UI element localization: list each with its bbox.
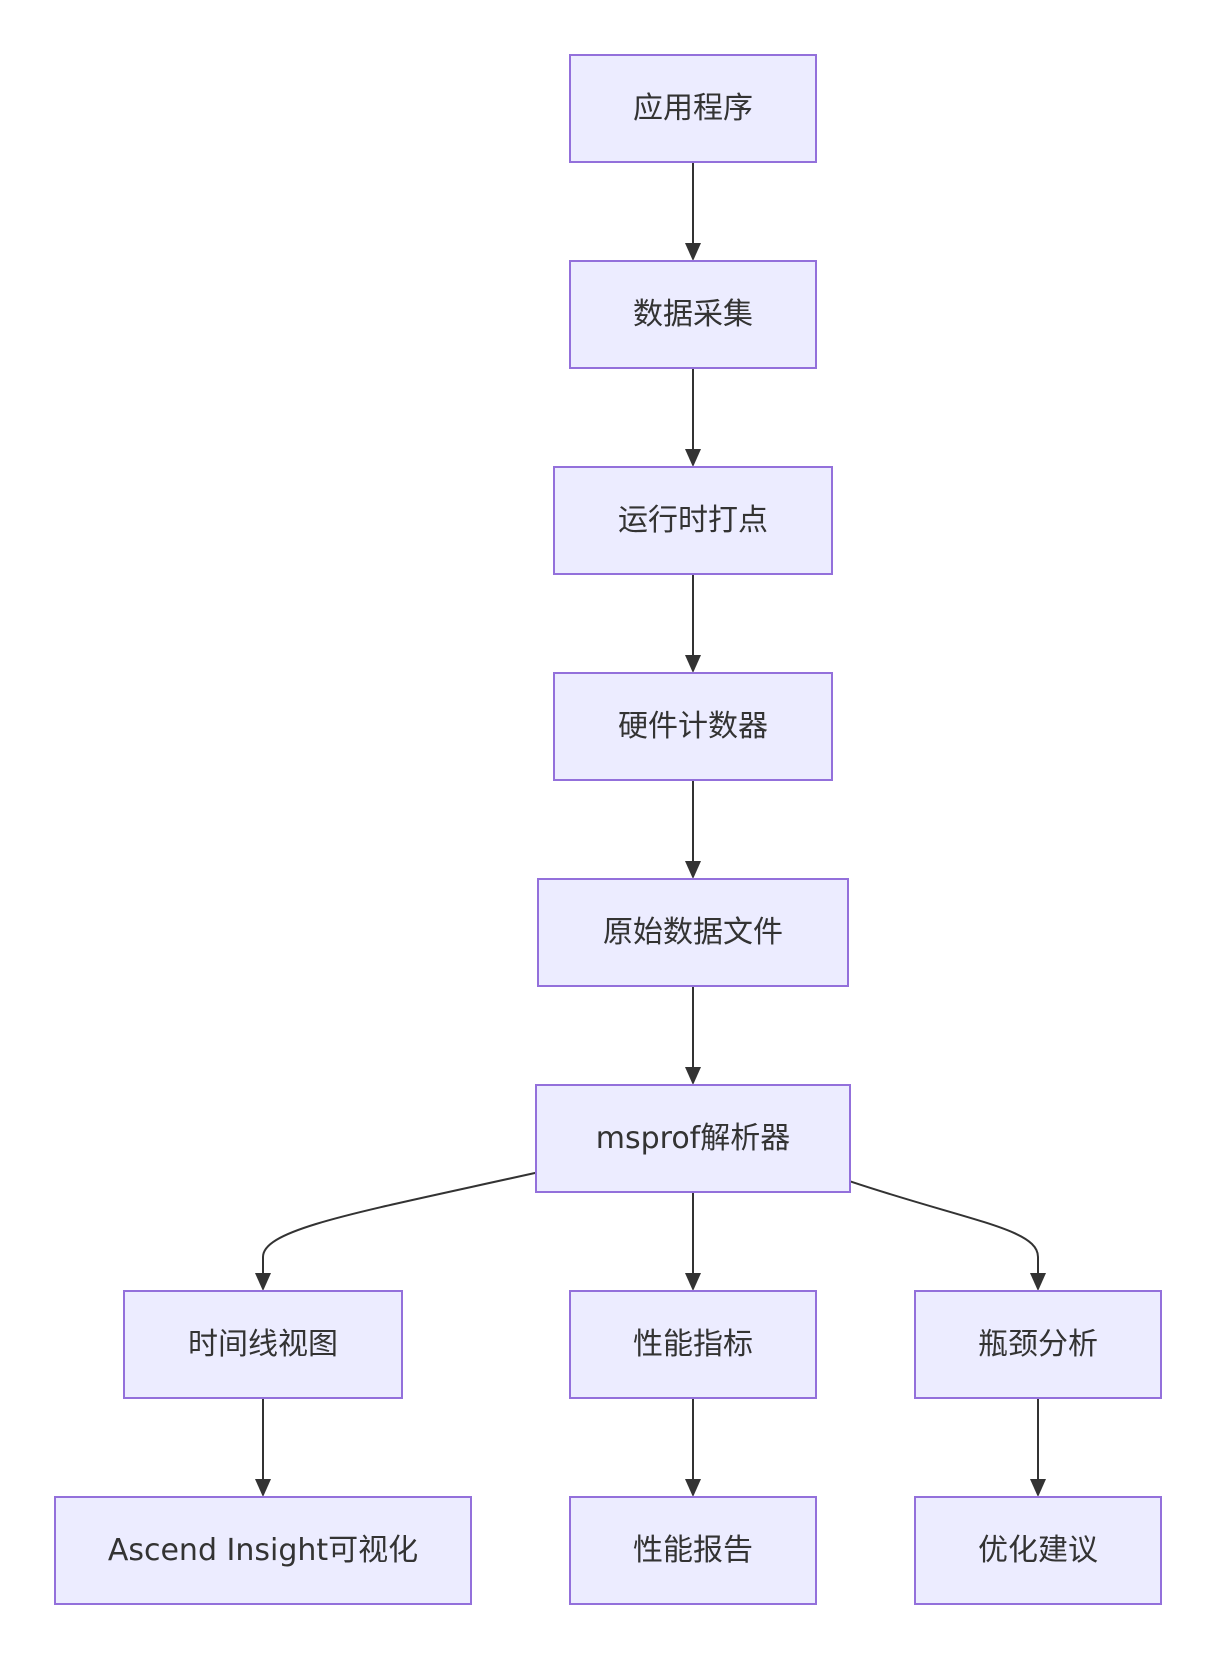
node-bottleneck: 瓶颈分析 [914,1290,1162,1399]
node-insight: Ascend Insight可视化 [54,1496,472,1605]
edge-rawfile-to-parser [685,986,701,1085]
node-label: 应用程序 [633,91,753,126]
node-box [569,1496,817,1605]
node-box [569,54,817,163]
edge-bottleneck-to-advice [1030,1398,1046,1497]
edge-collect-to-runtime [685,368,701,467]
arrowhead [255,1479,271,1497]
edge-parser-to-timeline [255,1171,537,1291]
node-label: 瓶颈分析 [978,1327,1098,1362]
node-runtime: 运行时打点 [553,466,833,575]
edges-layer [255,162,1046,1497]
edge-runtime-to-hwcounter [685,574,701,673]
nodes-layer: 应用程序数据采集运行时打点硬件计数器原始数据文件msprof解析器时间线视图性能… [54,54,1162,1605]
node-hwcounter: 硬件计数器 [553,672,833,781]
edge-hwcounter-to-rawfile [685,780,701,879]
node-label: 优化建议 [978,1533,1098,1568]
node-box [553,466,833,575]
node-label: 时间线视图 [188,1327,338,1362]
node-collect: 数据采集 [569,260,817,369]
arrowhead [685,449,701,467]
edge-timeline-to-insight [255,1398,271,1497]
edge-metrics-to-report [685,1398,701,1497]
node-label: 性能报告 [633,1533,753,1568]
node-box [569,1290,817,1399]
arrowhead [1030,1273,1046,1291]
node-report: 性能报告 [569,1496,817,1605]
edge-parser-to-metrics [685,1192,701,1291]
node-timeline: 时间线视图 [123,1290,403,1399]
node-parser: msprof解析器 [535,1084,851,1193]
arrowhead [685,1273,701,1291]
arrowhead [685,1067,701,1085]
arrowhead [685,655,701,673]
node-advice: 优化建议 [914,1496,1162,1605]
edge-parser-to-bottleneck [849,1180,1046,1291]
node-box [535,1084,851,1193]
node-label: msprof解析器 [596,1121,791,1156]
node-rawfile: 原始数据文件 [537,878,849,987]
arrowhead [685,861,701,879]
node-box [54,1496,472,1605]
node-label: 运行时打点 [618,503,768,538]
arrowhead [685,243,701,261]
node-box [123,1290,403,1399]
node-box [914,1496,1162,1605]
node-label: 数据采集 [633,297,753,332]
node-box [553,672,833,781]
node-box [537,878,849,987]
node-label: 性能指标 [633,1327,753,1362]
arrowhead [1030,1479,1046,1497]
node-metrics: 性能指标 [569,1290,817,1399]
node-box [914,1290,1162,1399]
edge-line [262,1171,537,1275]
node-label: 原始数据文件 [603,915,783,950]
edge-app-to-collect [685,162,701,261]
node-app: 应用程序 [569,54,817,163]
edge-line [849,1180,1039,1275]
arrowhead [255,1273,271,1291]
node-label: 硬件计数器 [618,709,768,744]
node-label: Ascend Insight可视化 [108,1533,418,1568]
arrowhead [685,1479,701,1497]
node-box [569,260,817,369]
